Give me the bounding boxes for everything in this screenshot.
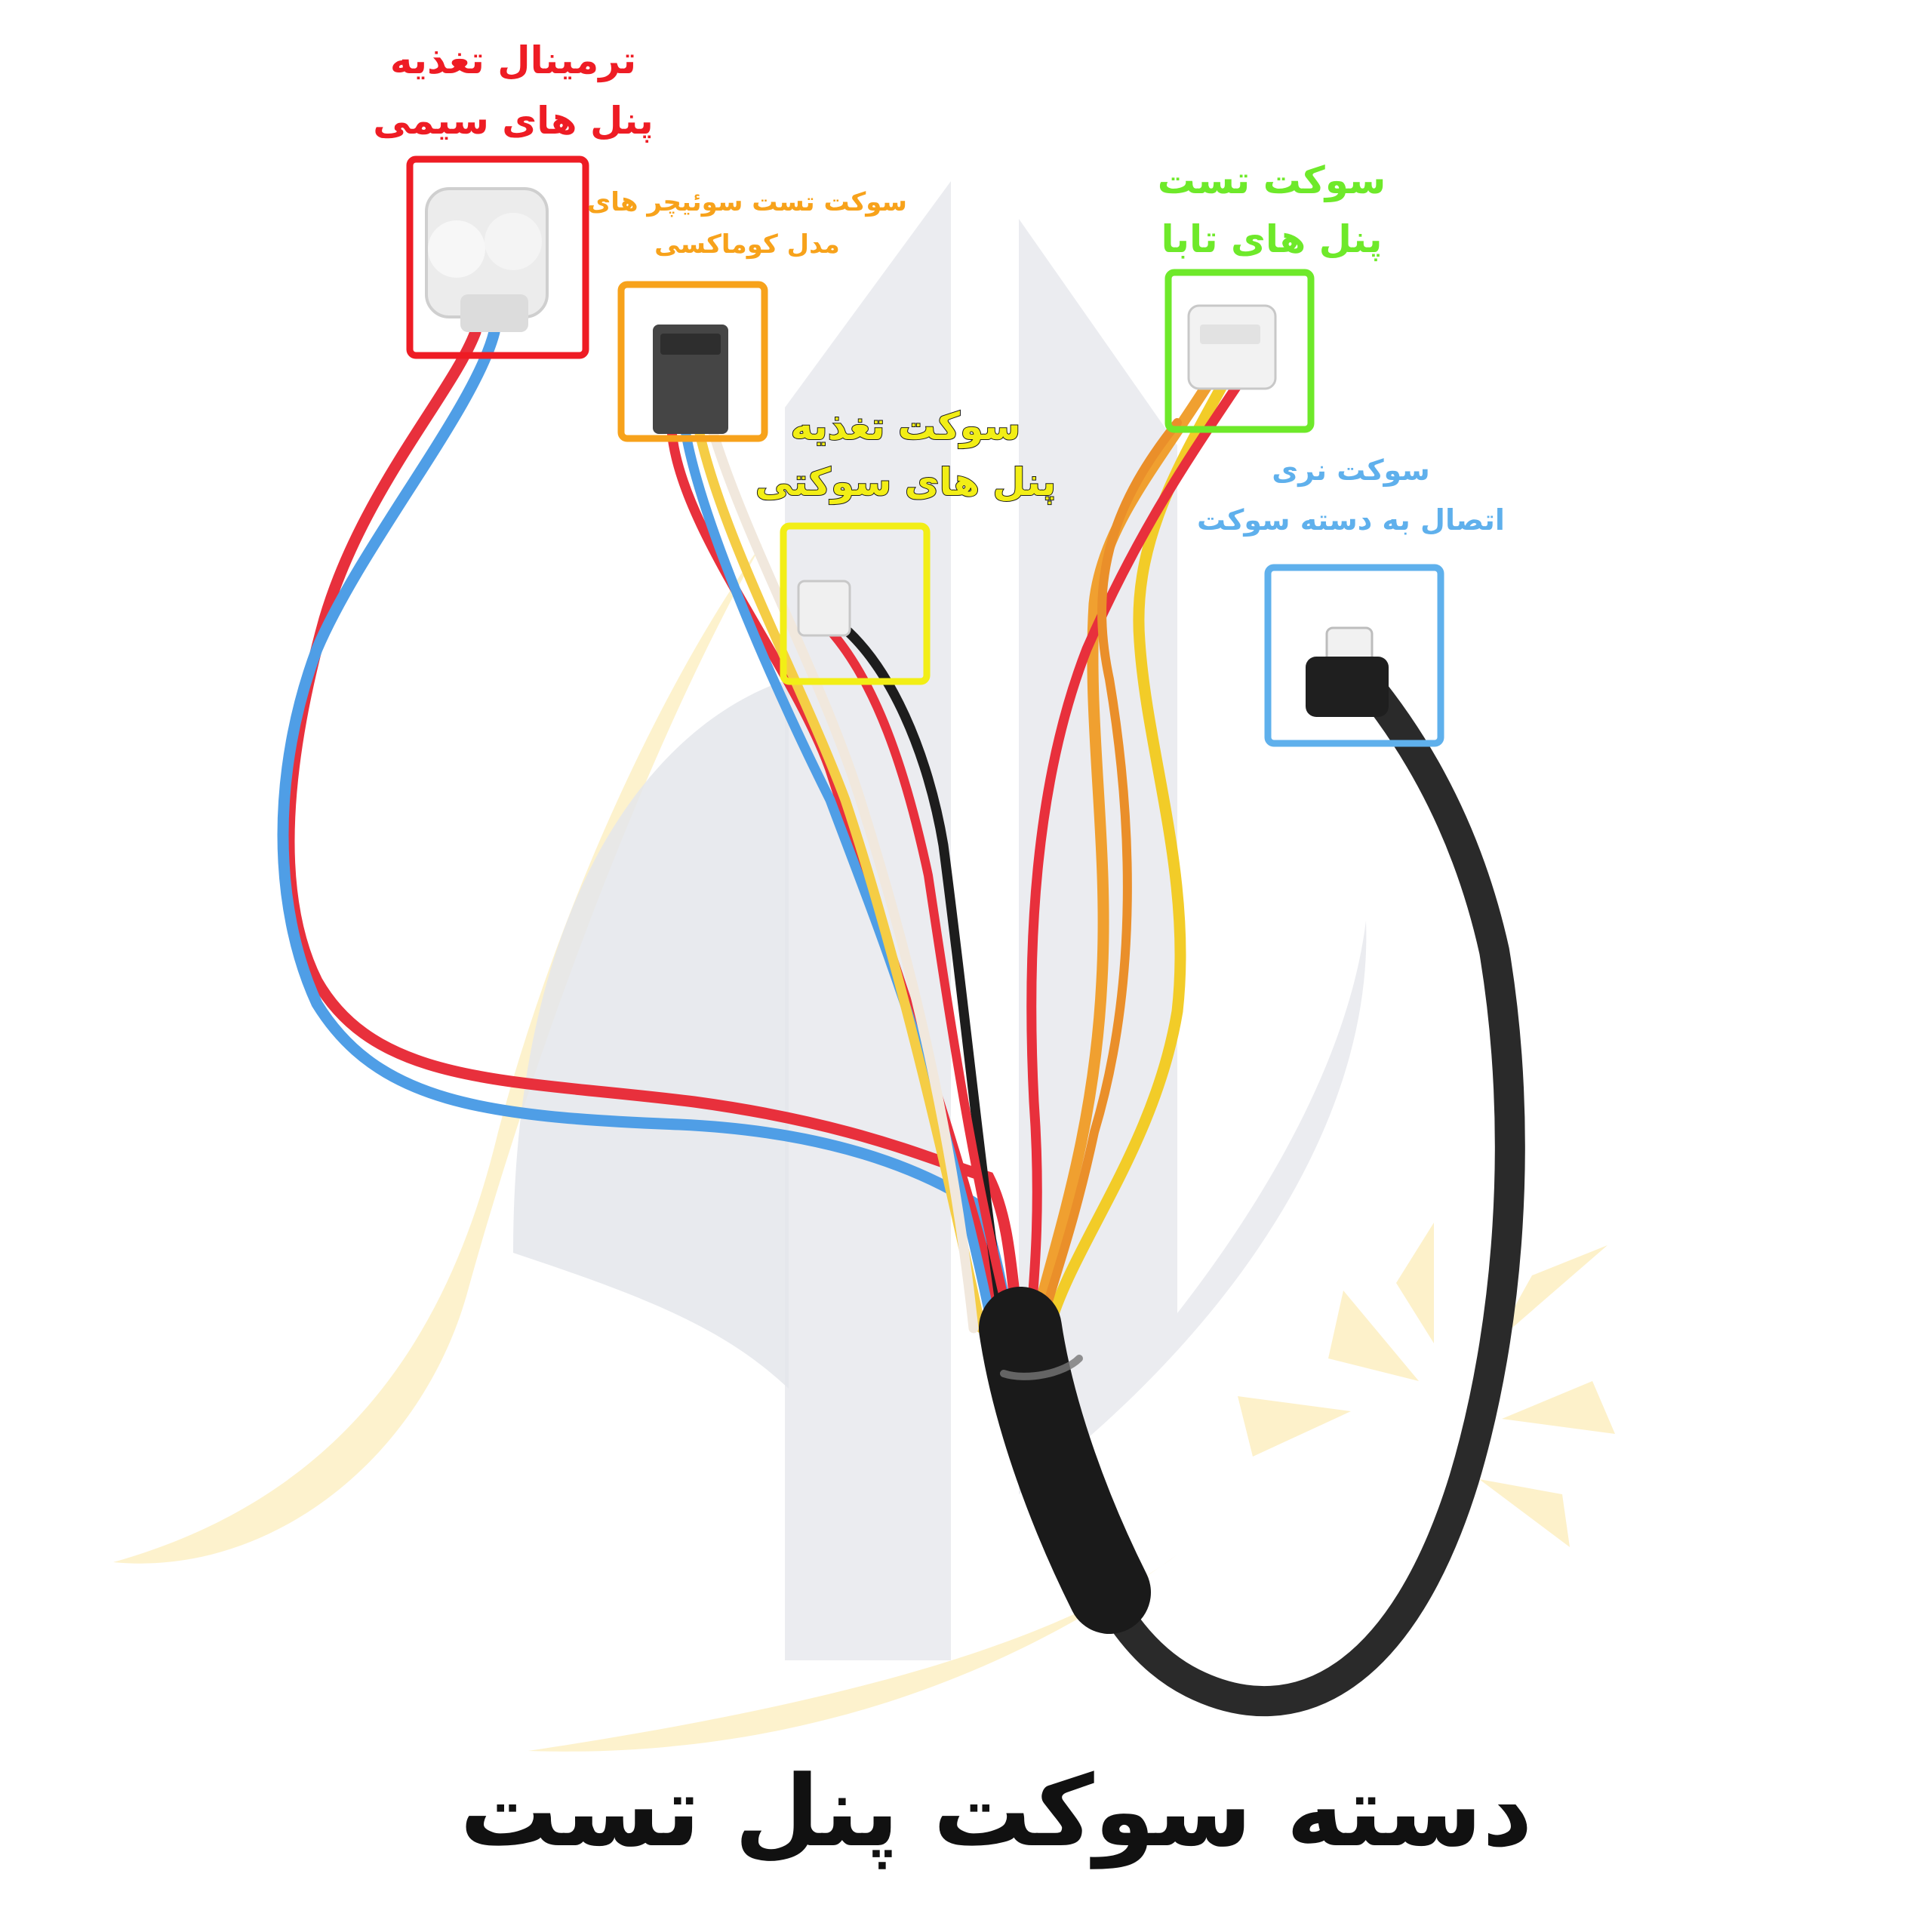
callout-orange-line2: مدل کوماکسی	[654, 229, 840, 260]
watermark-chevron	[513, 679, 789, 1389]
logo-watermark-icon	[113, 181, 1615, 1752]
taba-connector	[1187, 304, 1277, 390]
wire-red	[1025, 380, 1243, 1334]
socket-power-connector	[797, 580, 851, 637]
watermark-chevron	[785, 181, 951, 1660]
callout-label-male-socket: سوکت نری اتصال به دسته سوکت	[1177, 445, 1524, 545]
callout-box-red	[406, 155, 589, 359]
callout-yellow-line1: سوکت تغذیه	[790, 404, 1022, 449]
wire-group-comax	[666, 425, 1009, 1334]
watermark-chevron	[1019, 219, 1367, 1494]
callout-red-line2: پنل های سیمی	[373, 99, 654, 143]
watermark-sun-rays	[1238, 1223, 1615, 1547]
callout-yellow-line2: پنل های سوکتی	[755, 460, 1057, 505]
wire-group-socket-power	[822, 617, 1016, 1334]
callout-green-line1: سوکت تست	[1157, 158, 1386, 202]
callout-green-line2: پنل های تابا	[1161, 217, 1383, 261]
wire-orange	[1037, 418, 1182, 1333]
wire-yellow	[694, 425, 986, 1334]
watermark-sun-arc	[528, 1555, 1177, 1752]
black-main-cable	[979, 649, 1525, 1717]
page-title: دسته سوکت پنل تست	[460, 1754, 1533, 1869]
callout-box-orange	[617, 281, 768, 442]
callout-label-red-terminal: ترمینال تغذیه پنل های سیمی	[355, 30, 672, 151]
callout-blue-line2: اتصال به دسته سوکت	[1197, 503, 1505, 537]
comax-connector	[653, 325, 728, 434]
male-socket-connector	[1306, 626, 1389, 717]
callout-orange-line1: سوکت تست سوئیچر های	[587, 187, 907, 217]
callout-label-socket-power: سوکت تغذیه پنل های سوکتی	[743, 398, 1068, 510]
wire-group-taba	[1025, 379, 1243, 1334]
watermark-sun-arc	[113, 543, 762, 1564]
red-terminal-connector	[425, 187, 549, 332]
tape-wrap	[979, 1287, 1151, 1634]
callout-box-blue	[1264, 564, 1444, 747]
callout-blue-line1: سوکت نری	[1272, 454, 1430, 487]
callout-label-comax: سوکت تست سوئیچر های مدل کوماکسی	[581, 181, 913, 266]
wire-red	[822, 622, 1016, 1333]
callout-label-taba: سوکت تست پنل های تابا	[1109, 151, 1434, 269]
wire-white	[707, 425, 979, 1334]
callout-box-green	[1164, 269, 1315, 433]
tape-highlight	[1000, 1355, 1083, 1380]
callout-box-yellow	[780, 522, 931, 685]
callout-red-line1: ترمینال تغذیه	[389, 38, 637, 82]
